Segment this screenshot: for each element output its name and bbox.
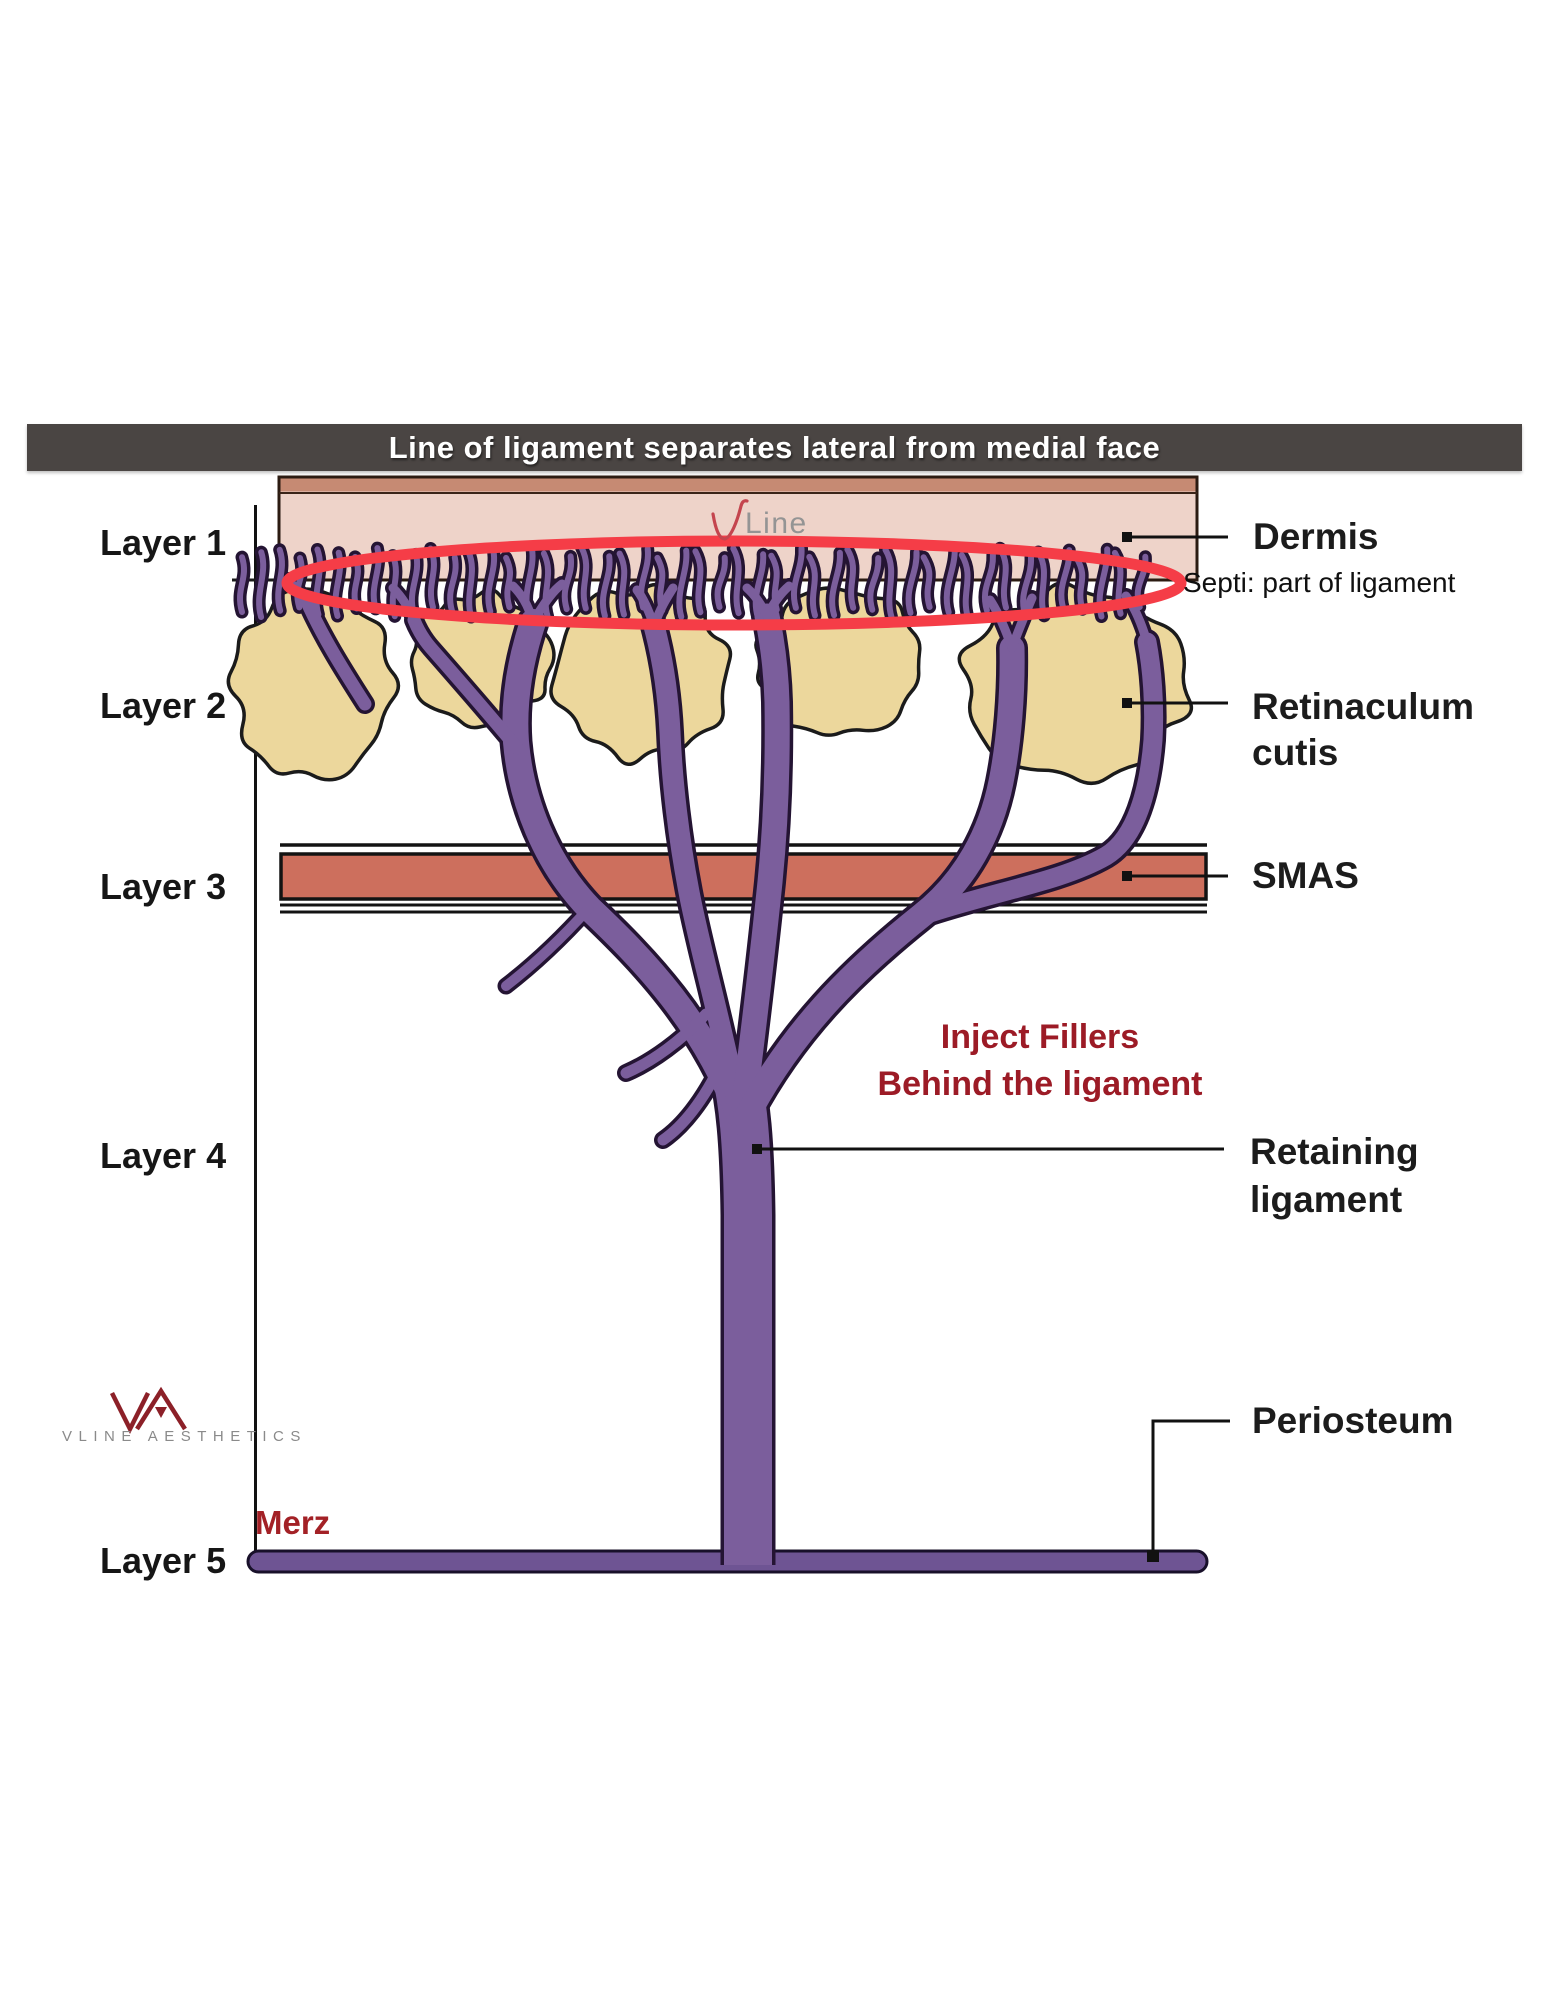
retaining-label-line1: Retaining <box>1250 1131 1419 1172</box>
layer-1-label: Layer 1 <box>100 522 227 563</box>
periosteum-label: Periosteum <box>1252 1400 1454 1441</box>
inject-fillers-note: Inject Fillers Behind the ligament <box>790 1014 1290 1108</box>
merz-label: Merz <box>255 1504 331 1541</box>
periosteum-marker-square <box>1147 1550 1159 1562</box>
retaining-label-line2: ligament <box>1250 1179 1403 1220</box>
layer-5-label: Layer 5 <box>100 1540 227 1581</box>
leader-lines <box>762 535 1230 1554</box>
vline-watermark: Line <box>745 507 808 540</box>
retaining-ligament-label: Retaining ligament <box>1250 1128 1419 1224</box>
layer-3-label: Layer 3 <box>100 866 227 907</box>
retinaculum-label: Retinaculum cutis <box>1252 684 1474 776</box>
dermis-label: Dermis <box>1253 516 1379 557</box>
layer-2-label: Layer 2 <box>100 685 227 726</box>
retinaculum-label-line1: Retinaculum <box>1252 686 1475 727</box>
septi-label: Septi: part of ligament <box>1183 567 1456 598</box>
retinaculum-marker-square <box>1122 698 1132 708</box>
watermark-check-icon <box>711 499 749 541</box>
leader-markers <box>752 532 1159 1562</box>
layer-4-label: Layer 4 <box>100 1135 227 1176</box>
vla-logo-icon <box>109 1386 187 1435</box>
periosteum-leader-line <box>1151 1419 1230 1554</box>
vline-aesthetics-wordmark: VLINE AESTHETICS <box>62 1428 307 1445</box>
dermis-marker-square <box>1122 532 1132 542</box>
inject-note-line1: Inject Fillers <box>940 1018 1140 1056</box>
retaining-marker-square <box>752 1144 762 1154</box>
smas-label: SMAS <box>1252 855 1359 896</box>
title-bar: Line of ligament separates lateral from … <box>27 424 1522 471</box>
inject-note-line2: Behind the ligament <box>877 1065 1203 1103</box>
ligament-line-ellipse <box>281 535 1187 631</box>
diagram-title: Line of ligament separates lateral from … <box>388 429 1161 465</box>
retinaculum-label-line2: cutis <box>1252 732 1339 773</box>
smas-marker-square <box>1122 871 1132 881</box>
